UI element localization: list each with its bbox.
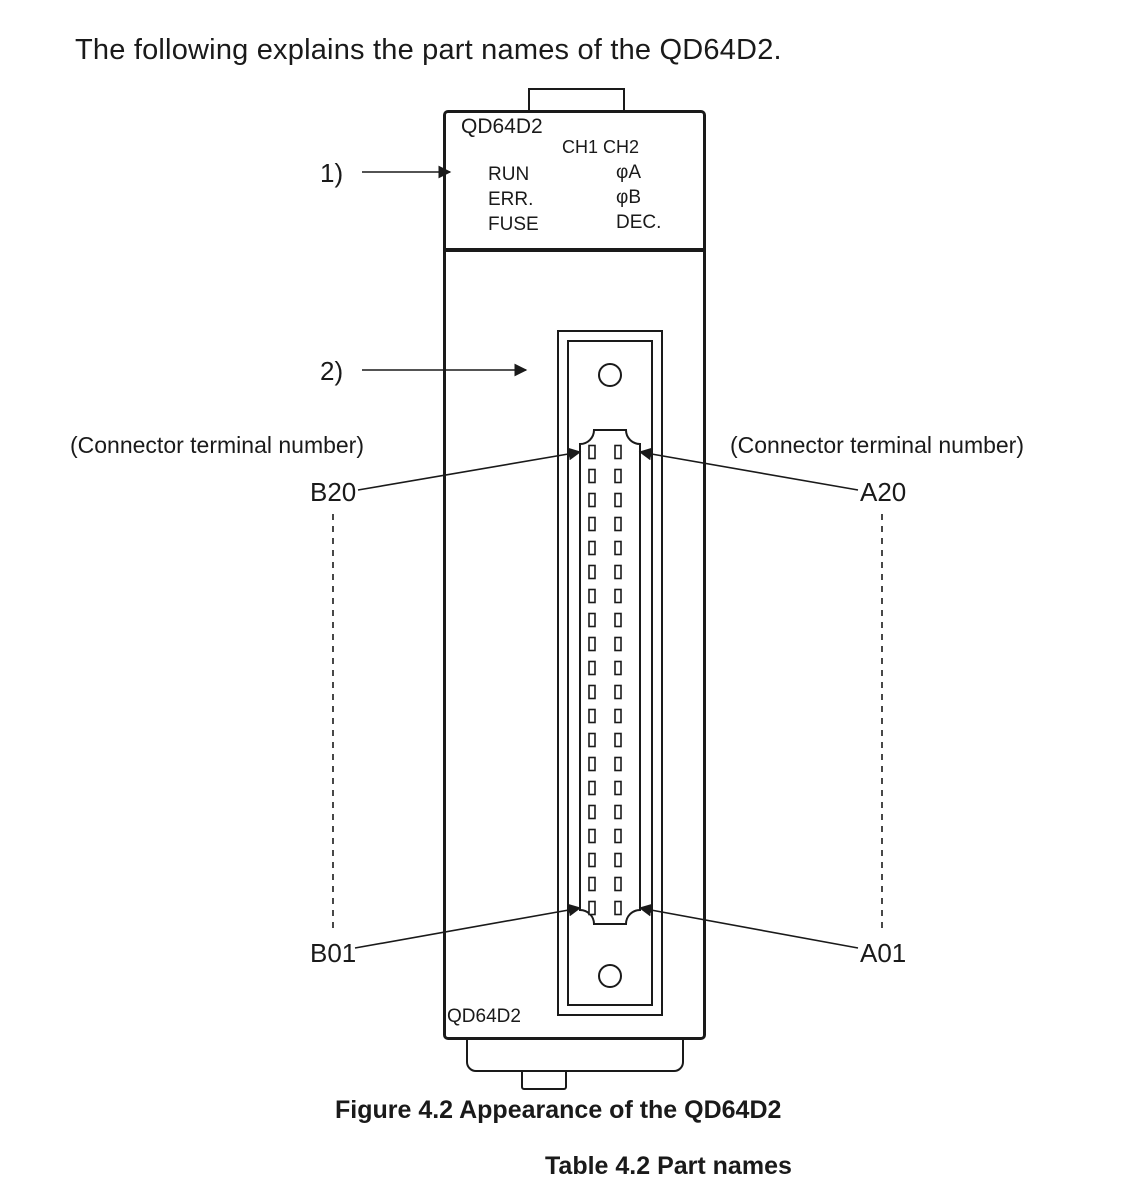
connector-terminal-label-left: (Connector terminal number) xyxy=(70,432,365,458)
indicator-phi-b-label: φB xyxy=(616,187,641,208)
connector-screw-bottom-icon xyxy=(598,964,622,988)
connector-pin xyxy=(588,660,596,676)
connector-pin xyxy=(614,732,622,748)
connector-pin xyxy=(588,732,596,748)
connector-pin xyxy=(614,444,622,460)
connector-pin xyxy=(614,636,622,652)
connector-pin xyxy=(588,492,596,508)
connector-pin xyxy=(588,828,596,844)
module-panel-divider xyxy=(443,248,706,252)
connector-pin xyxy=(588,516,596,532)
connector-pin xyxy=(614,492,622,508)
connector-pin xyxy=(614,564,622,580)
indicator-labels-left: RUN ERR. FUSE xyxy=(488,162,539,237)
connector-pin-field xyxy=(579,429,641,925)
connector-pin xyxy=(588,612,596,628)
table-caption: Table 4.2 Part names xyxy=(545,1152,792,1180)
indicator-fuse-label: FUSE xyxy=(488,214,539,235)
connector-pin xyxy=(614,540,622,556)
connector-pin xyxy=(614,828,622,844)
connector-pin xyxy=(614,516,622,532)
indicator-phi-a-label: φA xyxy=(616,162,641,183)
module-bottom-tab-small xyxy=(521,1070,567,1090)
indicator-labels-right: φA φB DEC. xyxy=(616,160,661,235)
module-model-label-bottom: QD64D2 xyxy=(447,1006,521,1027)
connector-terminal-label-right: (Connector terminal number) xyxy=(730,432,1025,458)
connector-pin xyxy=(614,852,622,868)
figure-caption: Figure 4.2 Appearance of the QD64D2 xyxy=(335,1096,782,1124)
connector-pin xyxy=(588,876,596,892)
module-model-label-top: QD64D2 xyxy=(461,115,543,138)
pin-rows-group xyxy=(588,444,622,916)
connector-pin xyxy=(614,876,622,892)
connector-pin xyxy=(588,684,596,700)
terminal-b20-label: B20 xyxy=(310,477,357,507)
terminal-a01-label: A01 xyxy=(860,938,907,968)
indicator-err-label: ERR. xyxy=(488,189,534,210)
connector-screw-top-icon xyxy=(598,363,622,387)
connector-pin xyxy=(588,780,596,796)
indicator-run-label: RUN xyxy=(488,164,530,185)
connector-pin xyxy=(588,540,596,556)
indicator-dec-label: DEC. xyxy=(616,212,662,233)
connector-pin xyxy=(614,780,622,796)
connector-pin xyxy=(588,564,596,580)
channel-header-label: CH1 CH2 xyxy=(562,137,640,157)
connector-pin xyxy=(588,852,596,868)
callout-1-label: 1) xyxy=(320,158,344,188)
callout-2-label: 2) xyxy=(320,356,344,386)
terminal-b01-label: B01 xyxy=(310,938,357,968)
connector-pin xyxy=(588,804,596,820)
connector-pin xyxy=(614,900,622,916)
connector-pin xyxy=(614,804,622,820)
connector-pin xyxy=(614,612,622,628)
connector-pin xyxy=(588,708,596,724)
connector-pin xyxy=(588,468,596,484)
module-bottom-tab-large xyxy=(466,1038,684,1072)
connector-pin xyxy=(614,660,622,676)
connector-inner-frame xyxy=(567,340,653,1006)
connector-pin xyxy=(614,684,622,700)
terminal-a20-label: A20 xyxy=(860,477,907,507)
connector-pin xyxy=(588,900,596,916)
connector-pin xyxy=(588,444,596,460)
connector-pin xyxy=(614,588,622,604)
connector-pin xyxy=(588,756,596,772)
connector-pin xyxy=(614,468,622,484)
connector-pin xyxy=(588,588,596,604)
intro-text: The following explains the part names of… xyxy=(75,34,782,66)
connector-pin xyxy=(588,636,596,652)
connector-pin xyxy=(614,708,622,724)
connector-pin xyxy=(614,756,622,772)
